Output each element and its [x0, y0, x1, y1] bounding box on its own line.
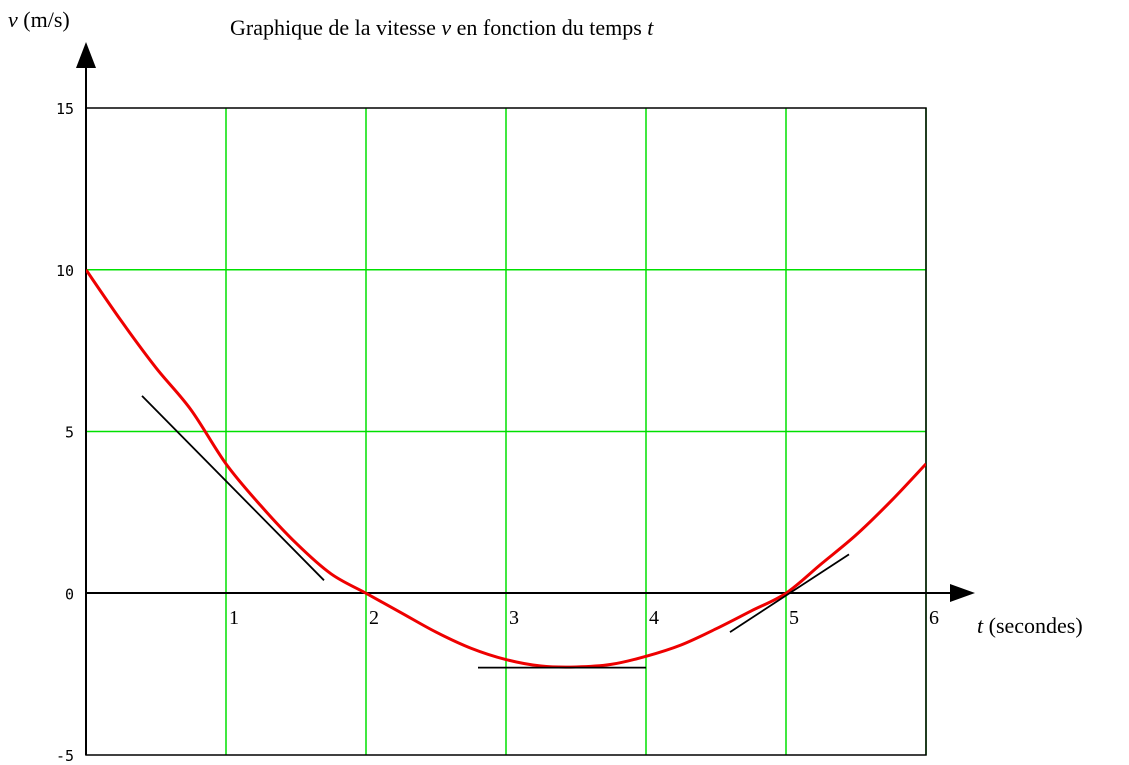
- y-tick-label: 15: [56, 100, 74, 118]
- velocity-curve: [86, 268, 926, 669]
- x-axis-label: t (secondes): [977, 613, 1083, 638]
- y-tick-labels: 15 10 5 0 -5: [56, 100, 74, 765]
- x-tick-label: 5: [789, 607, 799, 629]
- x-tick-label: 1: [229, 607, 239, 629]
- grid: [86, 108, 927, 755]
- x-tick-labels: 1 2 3 4 5 6: [229, 607, 939, 629]
- y-axis-label: v (m/s): [8, 7, 70, 32]
- y-tick-label: 10: [56, 262, 74, 280]
- y-tick-label: 0: [65, 585, 74, 603]
- x-axis-arrow-icon: [950, 584, 975, 602]
- y-tick-label: 5: [65, 424, 74, 442]
- x-tick-label: 2: [369, 607, 379, 629]
- chart-title: Graphique de la vitesse v en fonction du…: [230, 15, 654, 40]
- y-tick-label: -5: [56, 747, 74, 765]
- tangents: [141, 395, 850, 669]
- y-axis-arrow-icon: [76, 42, 96, 68]
- tangent-line: [141, 395, 325, 581]
- x-tick-label: 6: [929, 607, 939, 629]
- tangent-line: [729, 553, 850, 633]
- x-tick-label: 4: [649, 607, 659, 629]
- x-tick-label: 3: [509, 607, 519, 629]
